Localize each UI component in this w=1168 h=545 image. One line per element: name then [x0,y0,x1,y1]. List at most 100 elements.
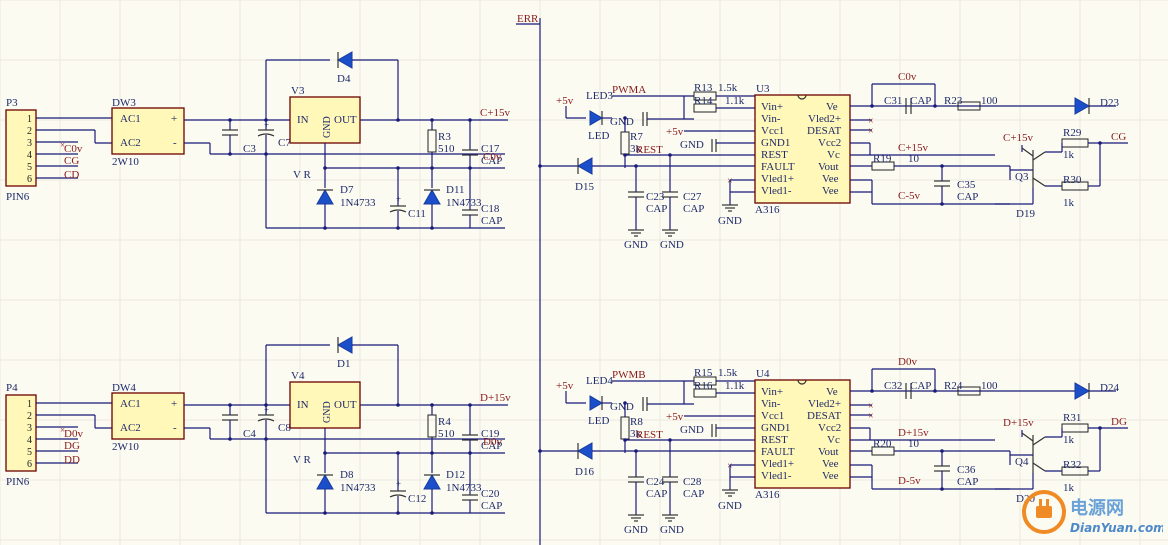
svg-text:+: + [396,194,401,204]
out-net: D+15v [480,392,511,404]
svg-text:C27: C27 [683,191,702,203]
svg-text:Vout: Vout [818,446,839,458]
connector-net-3: D0v [64,428,83,440]
svg-text:Vin-: Vin- [761,398,781,410]
svg-text:D24: D24 [1100,382,1119,394]
svg-text:IN: IN [297,114,309,126]
svg-text:100: 100 [981,95,998,107]
svg-text:3: 3 [27,423,32,434]
svg-text:AC1: AC1 [120,398,141,410]
svg-text:+5v: +5v [666,411,684,423]
svg-text:1N4733: 1N4733 [446,197,482,209]
svg-text:AC2: AC2 [120,137,141,149]
svg-text:1k: 1k [1063,197,1075,209]
connector-footprint: PIN6 [6,476,30,488]
bridge-value: 2W10 [112,156,139,168]
svg-text:R16: R16 [694,380,713,392]
svg-text:GND: GND [610,116,634,128]
svg-text:R30: R30 [1063,174,1082,186]
svg-text:R19: R19 [873,153,892,165]
svg-text:D23: D23 [1100,97,1119,109]
svg-text:CAP: CAP [646,488,667,500]
connector-net-4: DG [64,440,80,452]
svg-text:3k: 3k [630,143,642,155]
svg-text:1N4733: 1N4733 [340,482,376,494]
svg-text:Vee: Vee [822,185,839,197]
bridge-ref: DW3 [112,97,136,109]
dianyuan-watermark: 电源网 DianYuan.com [1022,490,1163,535]
connector-ref: P3 [6,97,18,109]
svg-text:R4: R4 [438,416,451,428]
connector-net-5: CD [64,169,79,181]
svg-text:10: 10 [908,438,920,450]
svg-text:C24: C24 [646,476,665,488]
svg-text:1.1k: 1.1k [725,95,745,107]
svg-text:AC2: AC2 [120,422,141,434]
svg-text:C+15v: C+15v [1003,132,1034,144]
ic-right-pins: Ve Vled2+ DESAT Vcc2 Vc Vout Vee Vee [807,101,842,197]
svg-text:D7: D7 [340,184,354,196]
svg-text:Vc: Vc [827,149,840,161]
svg-text:LED: LED [588,130,609,142]
svg-text:D16: D16 [575,466,594,478]
pwm-label: PWMB [612,369,646,381]
connector-net-3: C0v [64,143,83,155]
diode-top: D1 [337,358,350,370]
cap-in: C3 [243,143,256,155]
reg-ref: V3 [291,85,305,97]
svg-text:C-5v: C-5v [898,190,921,202]
net-0v: C0v [483,151,502,163]
svg-text:IN: IN [297,399,309,411]
svg-text:D15: D15 [575,181,594,193]
svg-text:4: 4 [27,150,32,161]
cap-mid: C12 [408,493,426,505]
svg-text:C36: C36 [957,464,976,476]
svg-text:4: 4 [27,435,32,446]
svg-text:1k: 1k [1063,482,1075,494]
svg-text:GND: GND [322,401,333,423]
svg-text:Vout: Vout [818,161,839,173]
svg-text:+: + [171,398,177,410]
svg-text:R20: R20 [873,438,892,450]
svg-text:Vee: Vee [822,458,839,470]
svg-text:DESAT: DESAT [807,410,842,422]
svg-text:GND: GND [624,239,648,251]
ic-left-pins: Vin+ Vin- Vcc1 GND1 REST FAULT Vled1+ Vl… [761,101,795,197]
watermark-url: DianYuan.com [1070,521,1163,535]
out-net: C+15v [480,107,511,119]
svg-text:GND: GND [322,116,333,138]
watermark-logo-text: 电源网 [1070,497,1124,519]
svg-text:2: 2 [27,411,32,422]
svg-text:DESAT: DESAT [807,125,842,137]
svg-text:1: 1 [27,114,32,125]
connector-pins: 1 2 3 4 5 6 [27,399,32,470]
svg-text:Vled2+: Vled2+ [808,398,841,410]
svg-text:Vled1-: Vled1- [761,185,792,197]
svg-text:6: 6 [27,174,32,185]
svg-text:+: + [264,120,269,130]
svg-text:OUT: OUT [334,399,357,411]
svg-text:Vled1+: Vled1+ [761,458,794,470]
svg-text:CAP: CAP [481,215,502,227]
ic-left-pins: Vin+ Vin- Vcc1 GND1 REST FAULT Vled1+ Vl… [761,386,795,482]
svg-text:R24: R24 [944,380,963,392]
svg-text:C+15v: C+15v [898,142,929,154]
svg-text:×: × [60,425,65,435]
svg-text:1k: 1k [1063,149,1075,161]
svg-text:CAP: CAP [683,488,704,500]
svg-text:D19: D19 [1016,208,1035,220]
svg-text:1k: 1k [1063,434,1075,446]
svg-text:CAP: CAP [481,500,502,512]
svg-text:+5v: +5v [666,126,684,138]
svg-text:Vc: Vc [827,434,840,446]
ic-body [754,94,851,204]
svg-text:×: × [868,116,874,127]
svg-text:CAP: CAP [910,380,931,392]
ic-ref: U3 [756,83,770,95]
svg-text:R13: R13 [694,82,713,94]
svg-text:1N4733: 1N4733 [446,482,482,494]
svg-text:R29: R29 [1063,127,1082,139]
reg-ref: V4 [291,370,305,382]
connector-footprint: PIN6 [6,191,30,203]
